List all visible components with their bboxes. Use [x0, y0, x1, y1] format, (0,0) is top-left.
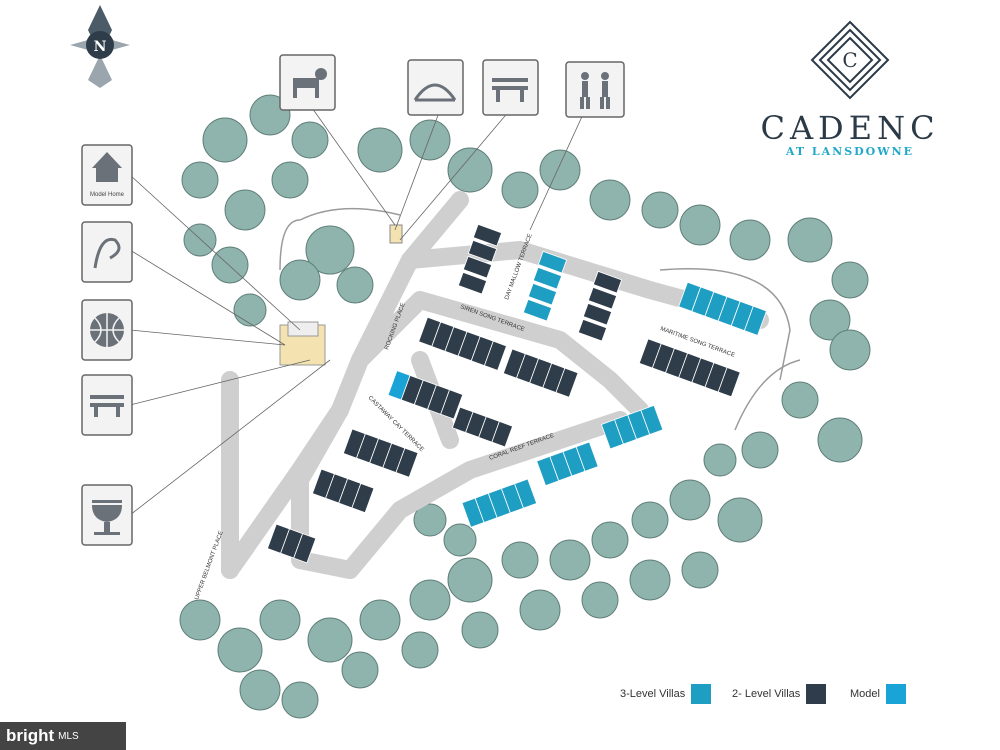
- bench-icon: [90, 395, 124, 417]
- brand-block: C CADENC AT LANSDOWNE: [740, 20, 960, 158]
- model-home-label: Model Home: [90, 192, 125, 198]
- legend-model: Model: [850, 684, 906, 704]
- mls-brand: bright: [6, 726, 55, 745]
- street-upper-belmont: UPPER BELMONT PLACE: [194, 530, 224, 600]
- legend-three-level-swatch: [691, 684, 712, 704]
- legend-two-level: 2- Level Villas: [732, 684, 827, 704]
- legend-model-swatch: [885, 684, 906, 704]
- amenity-leaders: [129, 104, 586, 516]
- mls-suffix: MLS: [58, 730, 79, 742]
- brand-name: CADENC: [760, 109, 940, 147]
- tree-canopy: [179, 94, 871, 719]
- grill-icon: [92, 500, 122, 535]
- legend-three-level-label: 3-Level Villas: [620, 688, 686, 700]
- legend-model-label: Model: [850, 688, 880, 700]
- basketball-icon: [90, 313, 124, 347]
- playground-icon: [93, 237, 121, 269]
- compass-letter: N: [94, 39, 107, 55]
- villa-units: [266, 223, 767, 564]
- dog-icon: [293, 68, 327, 98]
- bridge-icon: [413, 83, 457, 102]
- legend-two-level-swatch: [806, 684, 827, 704]
- brand-subtitle: AT LANSDOWNE: [785, 145, 915, 158]
- legend-two-level-label: 2- Level Villas: [732, 688, 801, 700]
- amenity-signs-top: [279, 54, 625, 118]
- svg-text:C: C: [842, 48, 857, 72]
- bridge-structure: [389, 224, 403, 244]
- bench-icon: [492, 78, 528, 102]
- house-icon: [92, 152, 122, 182]
- sports-court: [279, 321, 326, 366]
- legend-three-level: 3-Level Villas: [620, 684, 712, 704]
- compass: [70, 5, 130, 88]
- hikers-icon: [580, 72, 610, 109]
- road-outlines: [279, 207, 801, 431]
- brand-logo-icon: C: [810, 20, 890, 100]
